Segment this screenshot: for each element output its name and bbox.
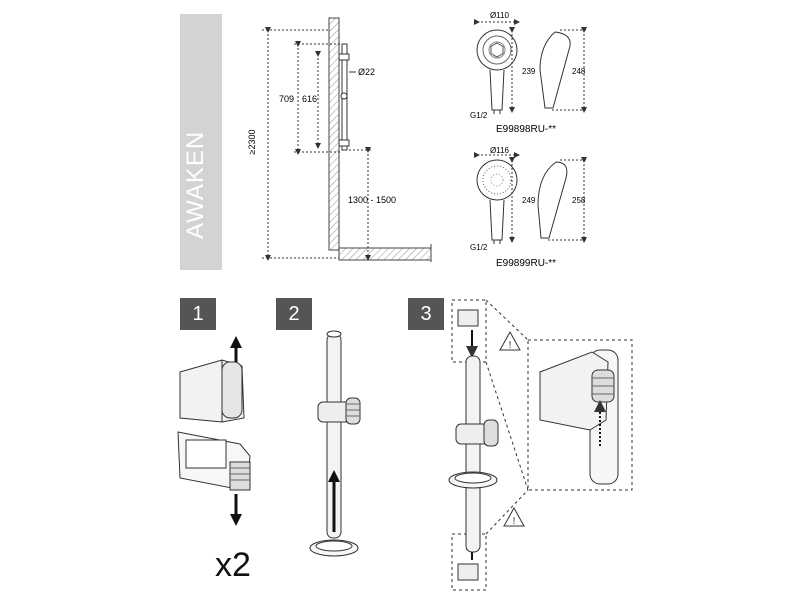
- dim-bar-diameter: Ø22: [358, 67, 375, 77]
- step-2-illustration: [309, 330, 361, 557]
- warning-triangle-icon: !: [499, 330, 521, 351]
- step-badge-3: 3: [408, 298, 444, 330]
- hs1-diameter: Ø110: [490, 11, 510, 20]
- dim-length-inner: 616: [302, 94, 317, 104]
- step-1-illustration: [177, 336, 251, 526]
- wall-elevation: [262, 17, 432, 262]
- warning-triangle-icon: !: [503, 506, 525, 527]
- step-badge-1: 1: [180, 298, 216, 330]
- handshower-1-drawing: [474, 19, 588, 114]
- hs2-code: E99899RU-**: [496, 258, 556, 269]
- hs1-thread: G1/2: [470, 111, 488, 120]
- dim-total-height: ≥2300: [247, 130, 257, 155]
- step-3-illustration: [448, 299, 633, 591]
- brand-band: [180, 14, 222, 270]
- svg-text:!: !: [513, 516, 516, 527]
- svg-text:!: !: [509, 340, 512, 351]
- handshower-2-drawing: [474, 152, 588, 244]
- step-badge-2: 2: [276, 298, 312, 330]
- dim-mount-height: 1300 - 1500: [348, 195, 396, 205]
- hs2-head-length: 249: [522, 196, 536, 205]
- dim-length-outer: 709: [279, 94, 294, 104]
- hs1-overall-length: 248: [572, 67, 586, 76]
- hs1-code: E99898RU-**: [496, 124, 556, 135]
- hs2-thread: G1/2: [470, 243, 488, 252]
- hs2-overall-length: 258: [572, 196, 586, 205]
- hs1-head-length: 239: [522, 67, 536, 76]
- quantity-label: x2: [215, 546, 251, 584]
- hs2-diameter: Ø116: [490, 146, 510, 155]
